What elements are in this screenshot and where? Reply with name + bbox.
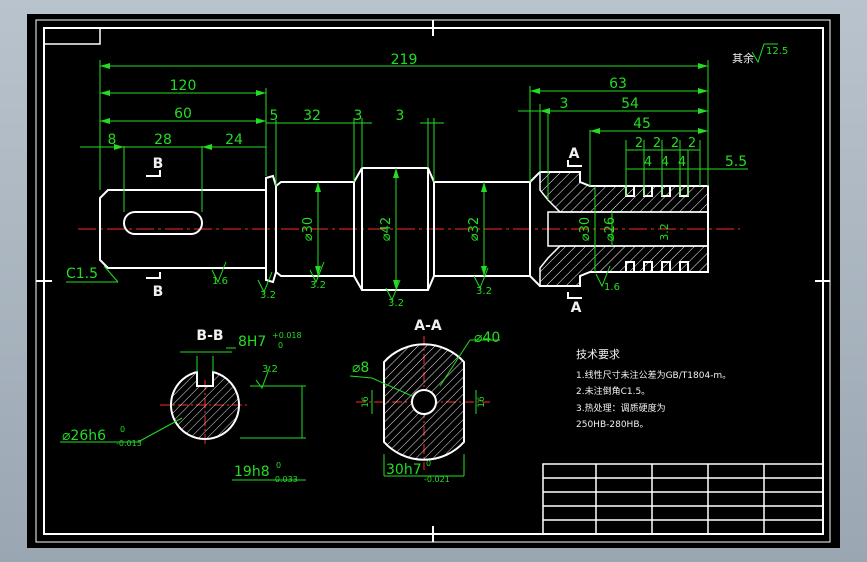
dim-120: 120 xyxy=(170,78,197,94)
fit-26h6-lower: -0.013 xyxy=(116,439,142,448)
fit-19h8: 19h8 xyxy=(234,464,270,480)
extension-lines xyxy=(99,60,709,212)
fit-8h7: 8H7 xyxy=(238,334,266,350)
dim-overall-length: 219 xyxy=(391,52,418,68)
roughness-1: 1.6 xyxy=(212,276,228,287)
roughness-rest-label: 其余 xyxy=(732,51,754,65)
section-mark-b-bottom: B xyxy=(153,284,164,300)
dim-3-right: 3 xyxy=(396,108,405,124)
bb-dims xyxy=(60,347,306,481)
dim-chamfer: C1.5 xyxy=(66,266,98,282)
fit-8h7-upper: +0.018 xyxy=(272,331,302,340)
dim-dia8: ⌀8 xyxy=(352,360,369,376)
dim-5-5: 5.5 xyxy=(725,154,747,170)
section-title-aa: A-A xyxy=(414,318,442,334)
roughness-3: 3.2 xyxy=(310,280,326,291)
dim-45: 45 xyxy=(633,116,651,132)
dim-2-b: 2 xyxy=(653,136,661,151)
dim-63: 63 xyxy=(609,76,627,92)
section-mark-b-top: B xyxy=(153,156,164,172)
fit-19h8-lower: -0.033 xyxy=(272,475,298,484)
dim-3-left: 3 xyxy=(354,108,363,124)
dim-28: 28 xyxy=(154,132,172,148)
dim-2-d: 2 xyxy=(688,136,696,151)
dimension-lines xyxy=(66,65,748,290)
dim-dia42: ⌀42 xyxy=(379,217,394,241)
dim-54: 54 xyxy=(621,96,639,112)
title-block xyxy=(542,463,824,535)
tech-note-4: 250HB-280HB。 xyxy=(576,420,649,430)
fit-30h7: 30h7 xyxy=(386,462,422,478)
dim-5: 5 xyxy=(270,108,279,124)
dim-dia40: ⌀40 xyxy=(474,330,500,346)
dim-4-a: 4 xyxy=(644,155,652,170)
fit-30h7-upper: 0 xyxy=(426,459,431,468)
tech-notes-title: 技术要求 xyxy=(576,348,620,361)
aa-bore-circle xyxy=(411,389,437,415)
dim-16-left: 16 xyxy=(361,396,371,408)
shaft-outline xyxy=(99,167,709,291)
corner-box xyxy=(43,27,101,45)
fit-26h6-upper: 0 xyxy=(120,425,125,434)
dim-32-length: 32 xyxy=(303,108,321,124)
dim-bore-roughness: 3.2 xyxy=(658,223,671,241)
centering-marks xyxy=(36,20,830,542)
section-mark-a-top: A xyxy=(569,146,580,162)
dim-8: 8 xyxy=(108,132,117,148)
roughness-rest-value: 12.5 xyxy=(766,46,788,57)
dim-4-c: 4 xyxy=(678,155,686,170)
roughness-5: 3.2 xyxy=(476,286,492,297)
tech-note-2: 2.未注倒角C1.5。 xyxy=(576,385,650,397)
dim-16-right: 16 xyxy=(477,396,487,408)
dim-2-a: 2 xyxy=(635,136,643,151)
bb-section-shape xyxy=(170,370,240,440)
section-title-bb: B-B xyxy=(196,328,223,344)
roughness-6: 1.6 xyxy=(604,282,620,293)
bore xyxy=(547,211,709,247)
dim-dia30: ⌀30 xyxy=(301,217,316,241)
fit-8h7-lower: 0 xyxy=(278,341,283,350)
fit-19h8-upper: 0 xyxy=(276,461,281,470)
fit-26h6: ⌀26h6 xyxy=(62,428,106,444)
dim-60: 60 xyxy=(174,106,192,122)
section-cut-markers xyxy=(146,160,582,299)
tech-note-1: 1.线性尺寸未注公差为GB/T1804-m。 xyxy=(576,369,731,381)
dim-24: 24 xyxy=(225,132,243,148)
dim-dia26: ⌀26 xyxy=(603,217,618,241)
dim-3-spline: 3 xyxy=(560,96,569,112)
tech-note-3: 3.热处理：调质硬度为 xyxy=(576,402,666,414)
dim-dia30-bore: ⌀30 xyxy=(578,217,593,241)
section-mark-a-bottom: A xyxy=(571,300,582,316)
dim-dia32: ⌀32 xyxy=(467,217,482,241)
dim-2-c: 2 xyxy=(671,136,679,151)
roughness-2: 3.2 xyxy=(260,290,276,301)
dimension-arrows xyxy=(100,63,708,290)
roughness-symbols xyxy=(211,43,778,302)
dim-4-b: 4 xyxy=(661,155,669,170)
drawing-sheet xyxy=(27,14,840,548)
bb-roughness-symbol xyxy=(255,365,271,390)
fit-30h7-lower: -0.021 xyxy=(424,475,450,484)
roughness-4: 3.2 xyxy=(388,298,404,309)
aa-dims xyxy=(349,339,500,477)
bb-roughness: 3.2 xyxy=(262,364,278,375)
